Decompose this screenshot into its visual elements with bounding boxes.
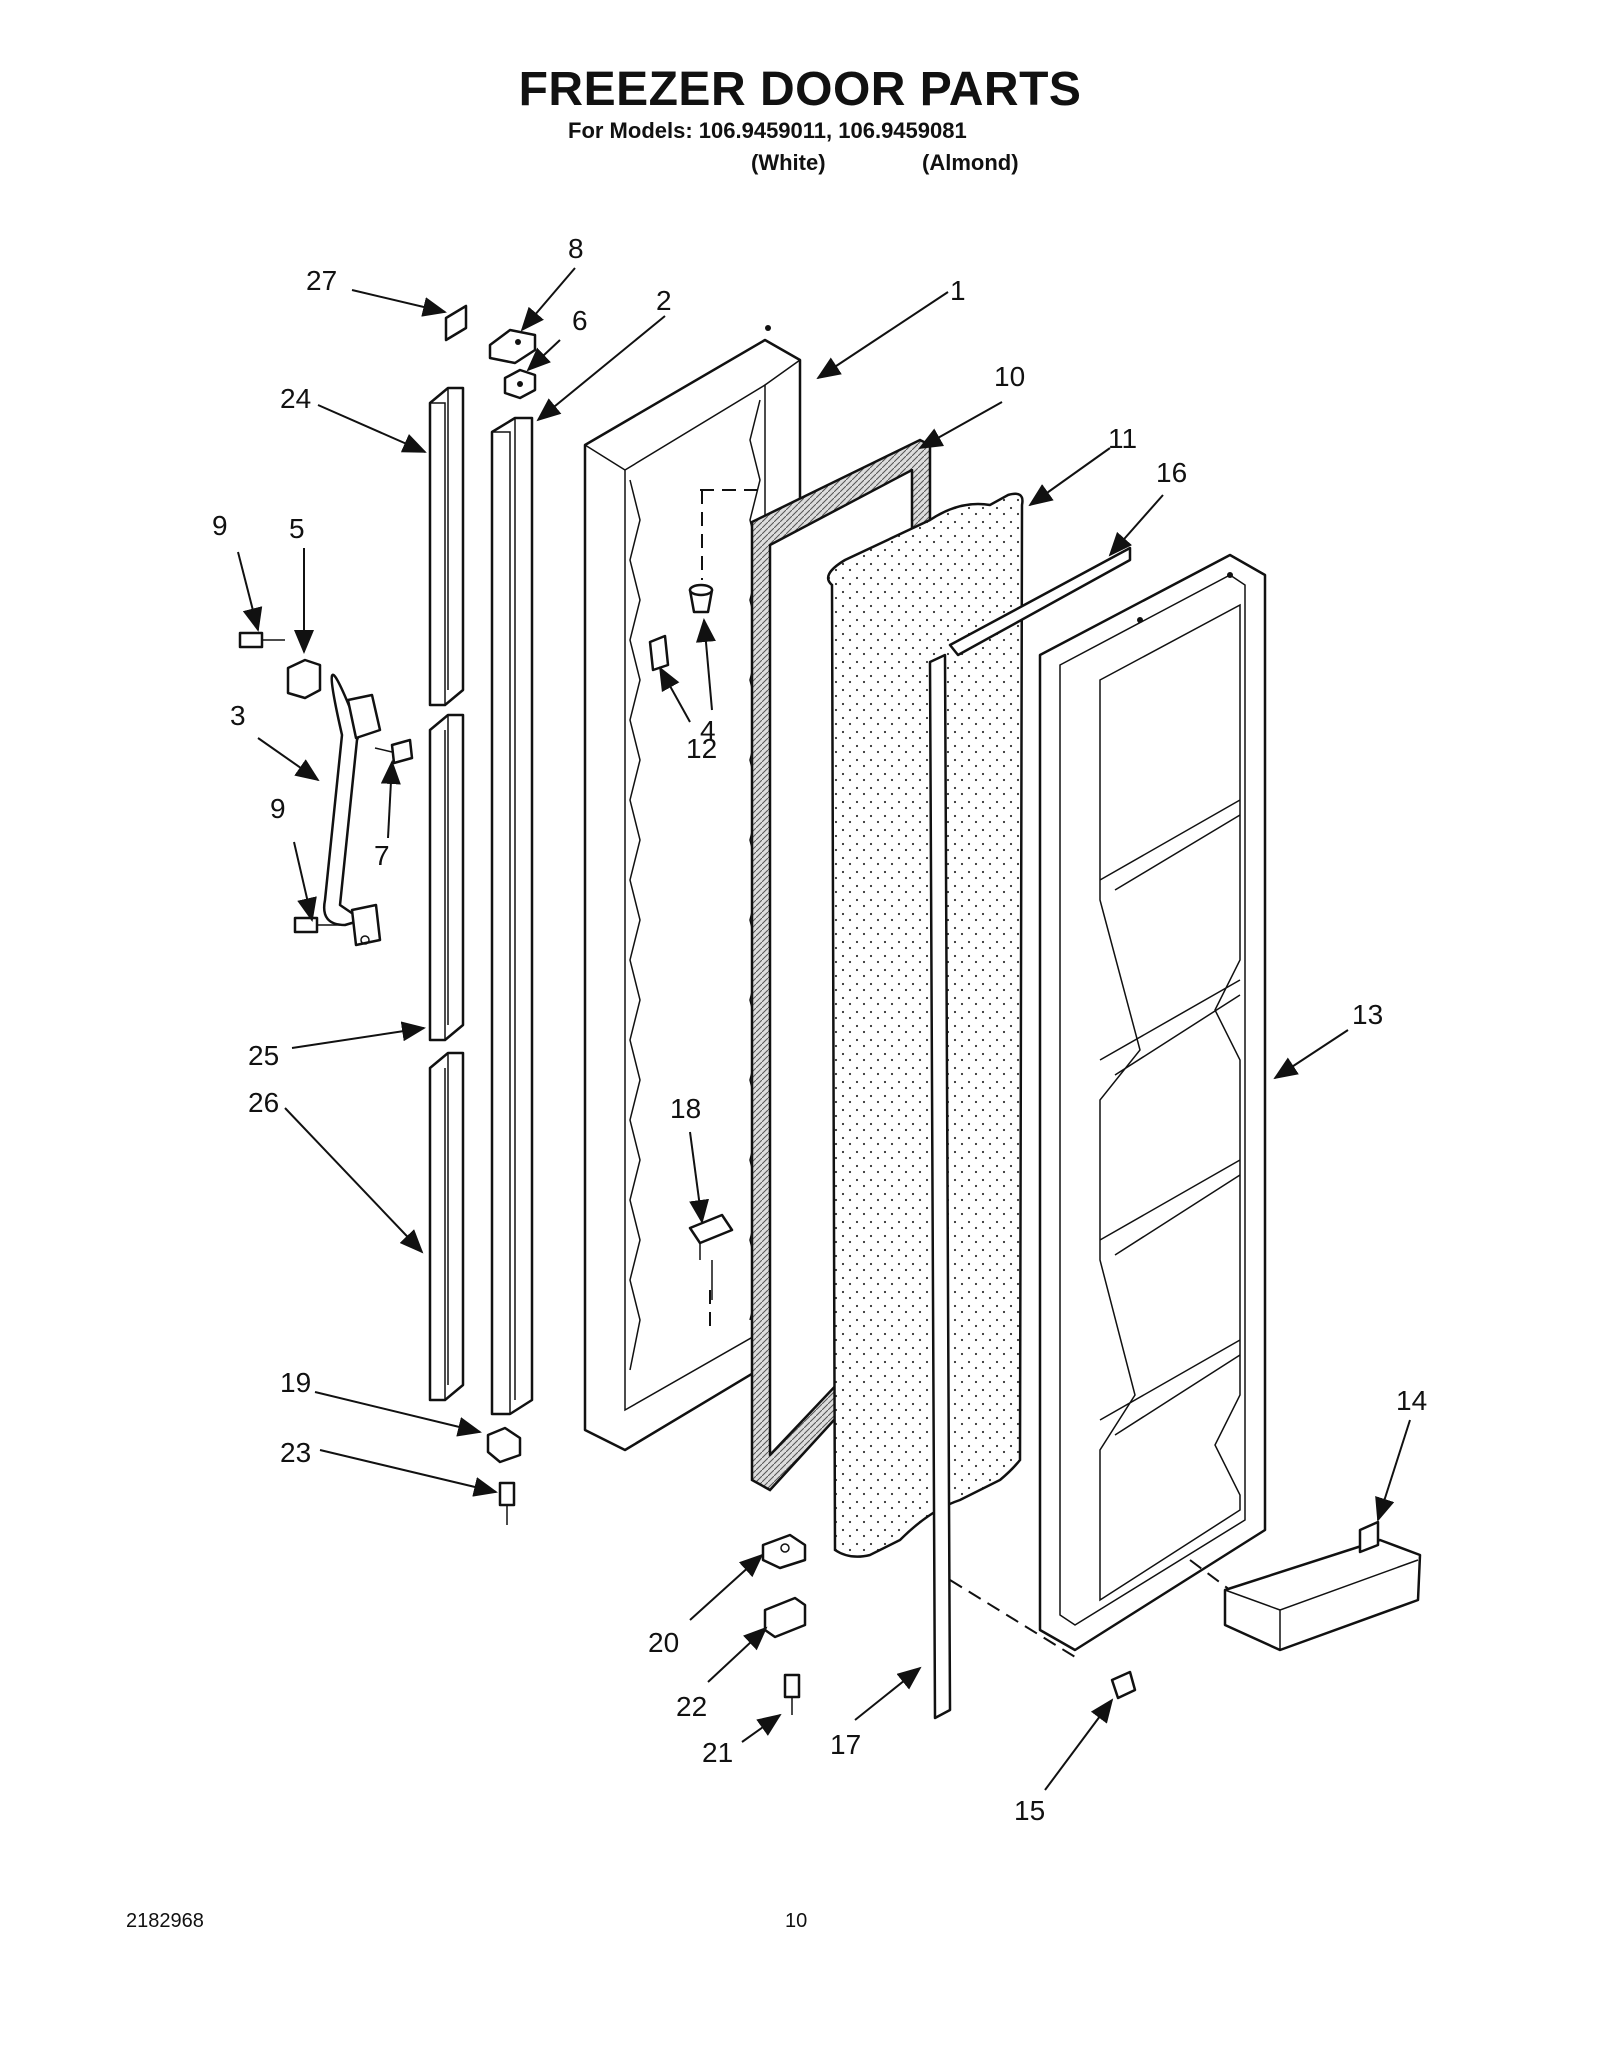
callout-23: 23	[280, 1437, 311, 1468]
callout-3: 3	[230, 700, 246, 731]
door-shelf-bin	[1223, 1520, 1422, 1652]
callout-16: 16	[1156, 457, 1187, 488]
hinge-shim	[444, 304, 468, 342]
screw-top	[238, 631, 285, 649]
clip-bracket	[648, 634, 670, 672]
trim-strip-top	[428, 386, 465, 707]
handle-end-cap	[286, 658, 322, 700]
callout-17: 17	[830, 1729, 861, 1760]
liner-side-strip	[928, 653, 1231, 1720]
handle-channel	[490, 416, 534, 1416]
callout-22: 22	[676, 1691, 707, 1722]
models-line: For Models: 106.9459011, 106.9459081	[568, 118, 967, 143]
callout-25: 25	[248, 1040, 279, 1071]
callout-19: 19	[280, 1367, 311, 1398]
callout-11: 11	[1108, 423, 1137, 454]
top-hinge	[488, 328, 537, 365]
callout-9a: 9	[212, 510, 228, 541]
trim-strip-middle	[428, 713, 465, 1042]
bottom-hinge-pin	[486, 1426, 522, 1464]
callout-8: 8	[568, 233, 584, 264]
callout-10: 10	[994, 361, 1025, 392]
callout-18: 18	[670, 1093, 701, 1124]
plug-button	[688, 583, 714, 614]
variant-almond: (Almond)	[922, 150, 1019, 175]
callout-5: 5	[289, 513, 305, 544]
callout-13: 13	[1352, 999, 1383, 1030]
callout-9b: 9	[270, 793, 286, 824]
callout-1: 1	[950, 275, 966, 306]
latch-bracket	[688, 1213, 734, 1300]
document-number: 2182968	[126, 1910, 204, 1932]
liner-clamp-strip	[948, 546, 1132, 657]
door-liner	[1038, 553, 1267, 1652]
lower-hinge	[761, 1533, 807, 1570]
callout-24: 24	[280, 383, 311, 414]
trim-strip-bottom	[428, 1051, 465, 1402]
handle	[322, 673, 382, 947]
callout-27: 27	[306, 265, 337, 296]
variant-white: (White)	[751, 150, 826, 175]
page-number: 10	[785, 1910, 808, 1932]
callout-4: 4	[700, 715, 716, 746]
callout-15: 15	[1014, 1795, 1045, 1826]
callout-12: 12	[686, 733, 717, 764]
callout-6: 6	[572, 305, 588, 336]
callout-26: 26	[248, 1087, 279, 1118]
liner-screw	[1110, 1670, 1137, 1700]
callout-21: 21	[702, 1737, 733, 1768]
bottom-screw-left	[498, 1481, 516, 1525]
hinge-bushing-block	[503, 368, 537, 400]
callout-2: 2	[656, 285, 672, 316]
callout-20: 20	[648, 1627, 679, 1658]
bottom-screw-center	[783, 1673, 801, 1715]
foam-insulation	[826, 492, 1024, 1558]
page-title: FREEZER DOOR PARTS	[518, 63, 1082, 116]
leader-lines	[237, 267, 1411, 1791]
callout-7: 7	[374, 840, 390, 871]
handle-screw	[374, 738, 414, 765]
hinge-support	[763, 1596, 807, 1639]
callout-14: 14	[1396, 1385, 1427, 1416]
